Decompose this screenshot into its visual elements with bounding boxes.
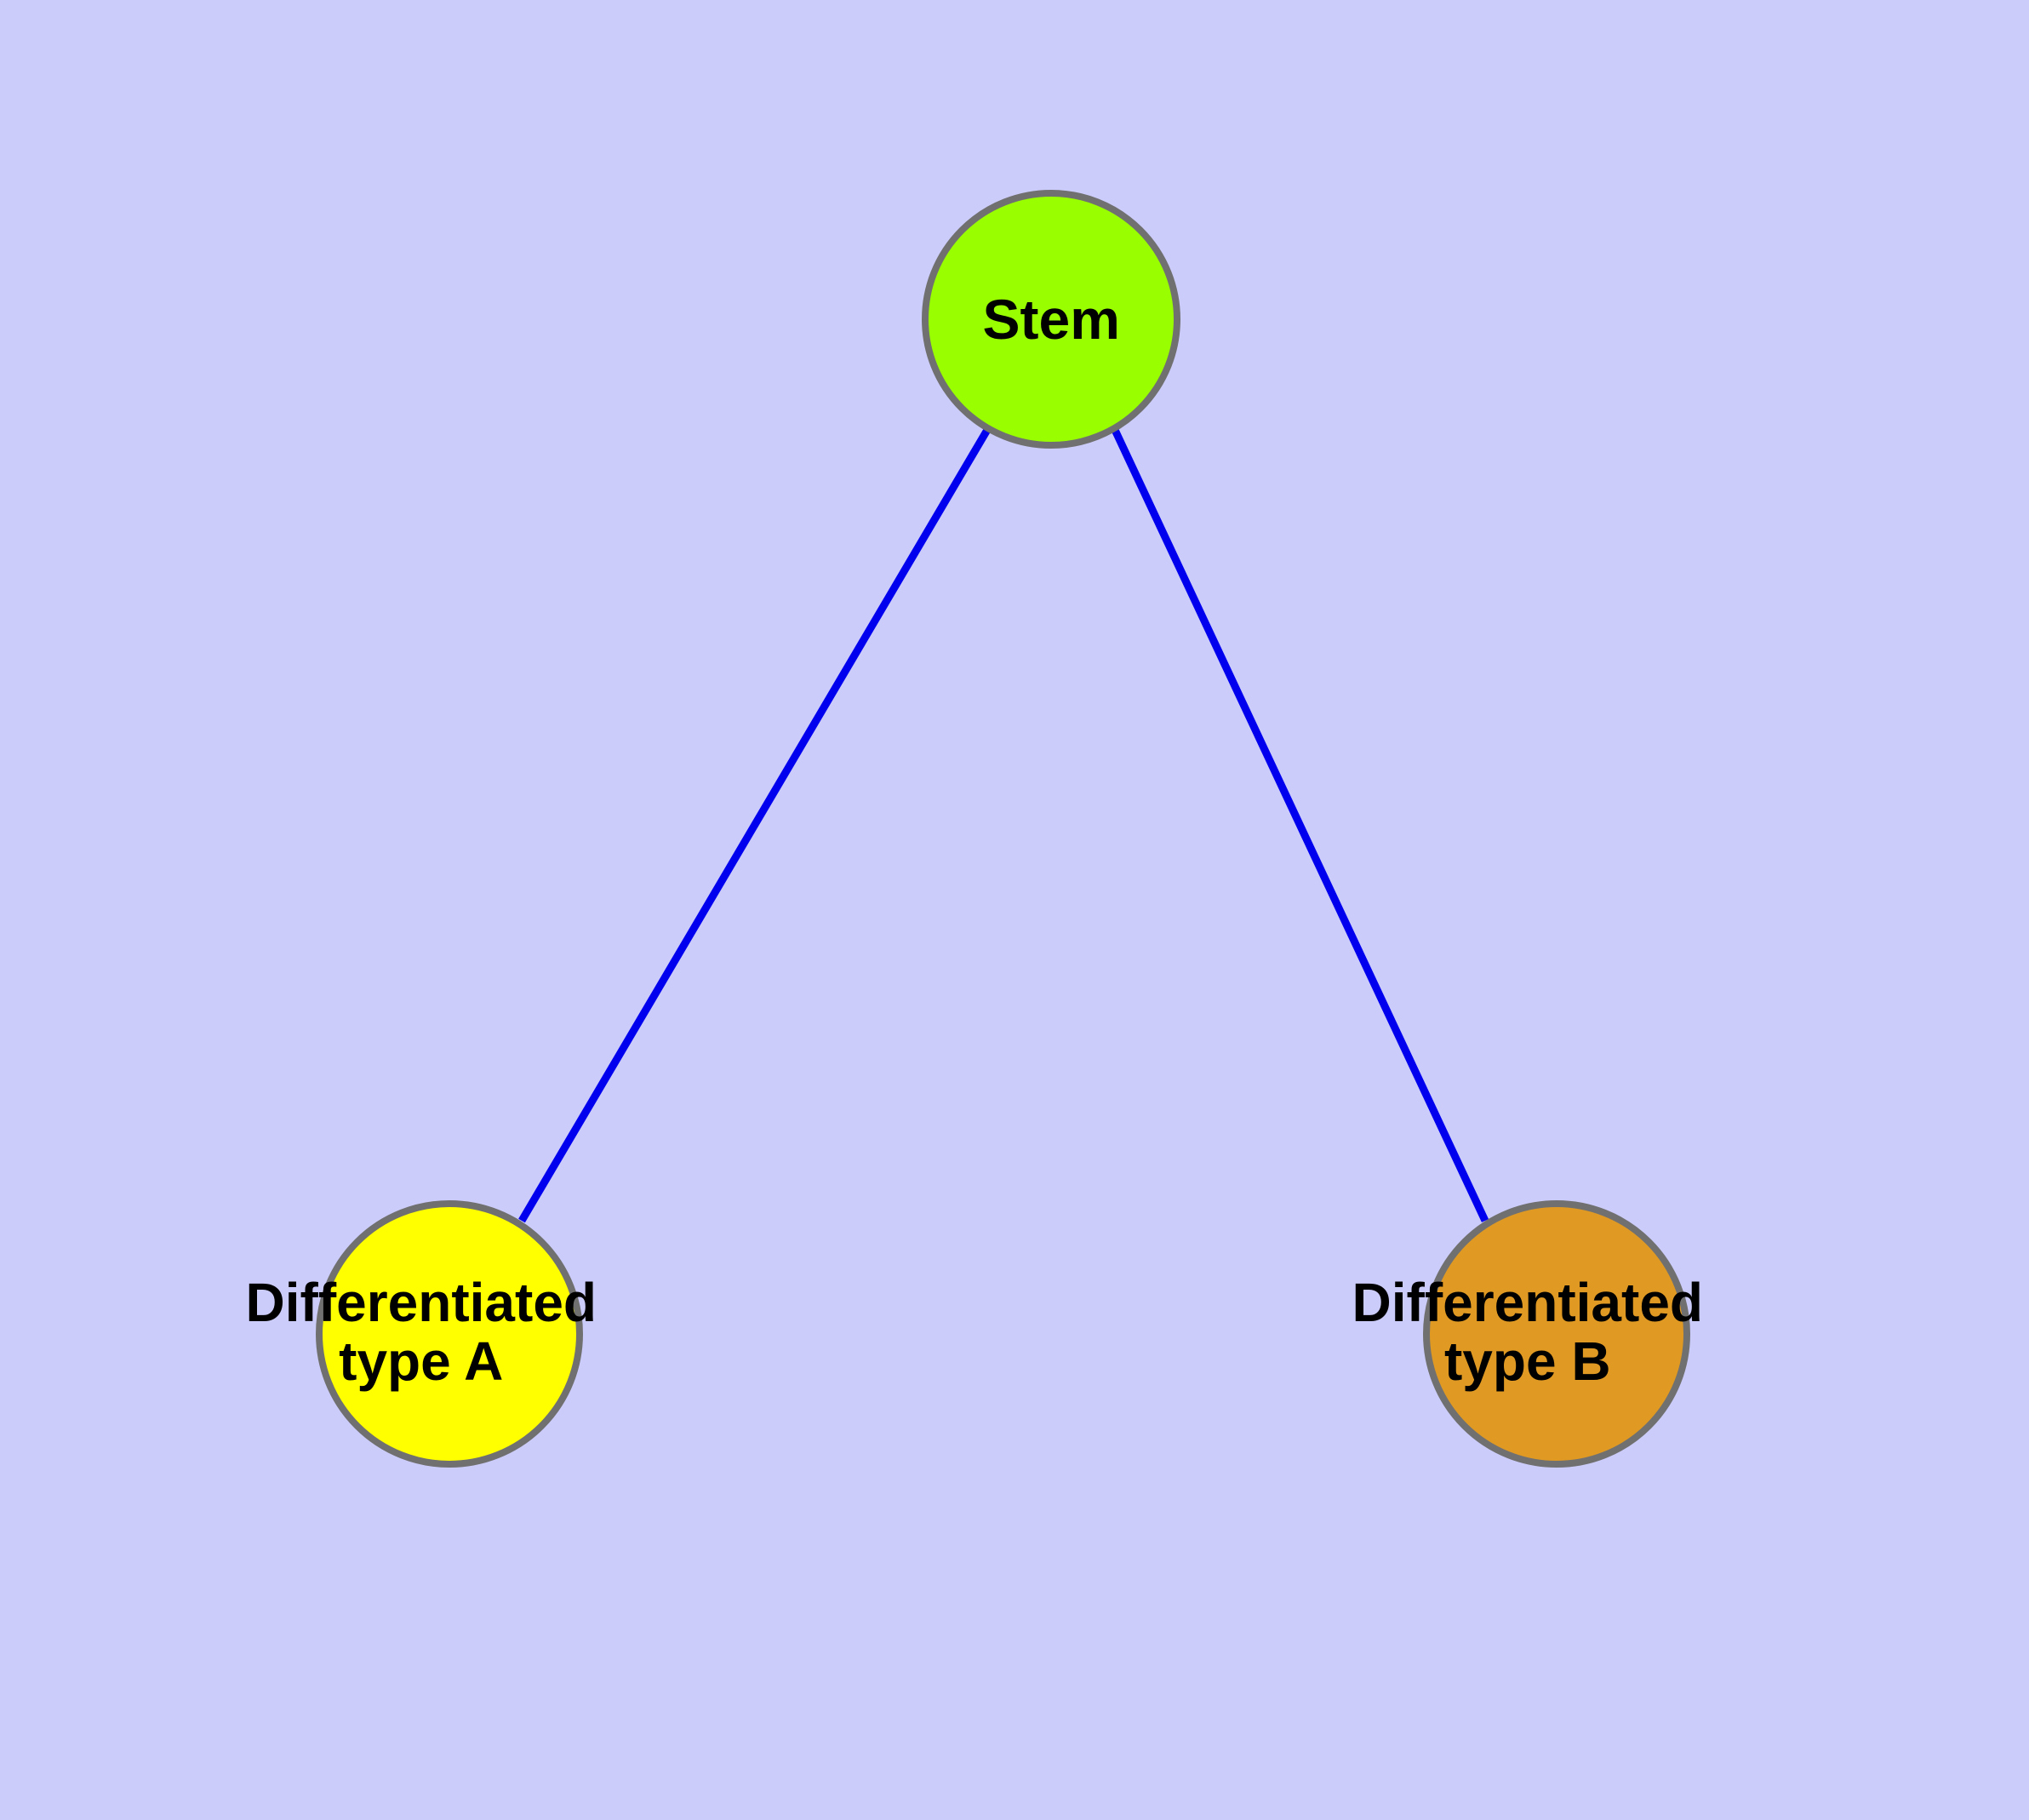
- node-differentiated-type-b[interactable]: [1423, 1200, 1690, 1468]
- node-stem[interactable]: [922, 190, 1180, 449]
- edge-layer: [518, 427, 1489, 1223]
- node-differentiated-type-a[interactable]: [316, 1200, 583, 1468]
- edge-stem-to-diff-b: [1111, 428, 1489, 1222]
- edge-stem-to-diff-a: [518, 427, 991, 1223]
- node-layer: [316, 190, 1690, 1468]
